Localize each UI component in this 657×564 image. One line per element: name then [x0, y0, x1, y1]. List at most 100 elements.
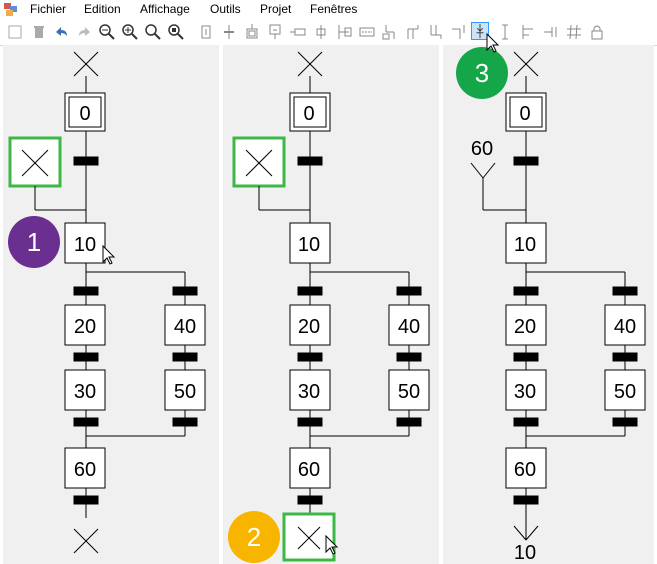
zoom-in-icon[interactable]: [121, 23, 139, 41]
action-icon[interactable]: [289, 23, 307, 41]
step-label: 60: [74, 459, 96, 481]
grafcet-1: [8, 51, 206, 554]
step[interactable]: [505, 369, 547, 411]
grafcet-3: [470, 51, 646, 541]
divergence-and-icon[interactable]: [404, 23, 422, 41]
initial-step-inner: [509, 96, 543, 128]
step-label: 60: [514, 459, 536, 481]
step[interactable]: [604, 304, 646, 346]
app-icon: [4, 3, 17, 16]
transition[interactable]: [73, 286, 99, 296]
cross-marker: [73, 528, 99, 554]
transition[interactable]: [396, 286, 422, 296]
transition[interactable]: [513, 495, 539, 505]
transition[interactable]: [73, 417, 99, 427]
new-icon[interactable]: [6, 23, 24, 41]
divergence-or-icon[interactable]: [312, 23, 330, 41]
transition-icon[interactable]: [220, 23, 238, 41]
step[interactable]: [64, 222, 106, 264]
link-icon[interactable]: [381, 23, 399, 41]
transition[interactable]: [513, 286, 539, 296]
step[interactable]: [505, 447, 547, 489]
step[interactable]: [289, 304, 331, 346]
highlighted-cross-box[interactable]: [8, 136, 62, 188]
cross-marker: [297, 51, 323, 77]
undo-icon[interactable]: [52, 23, 70, 41]
align-icon[interactable]: [519, 23, 537, 41]
delete-icon[interactable]: [30, 23, 48, 41]
transition[interactable]: [297, 352, 323, 362]
step-label: 40: [174, 316, 196, 338]
step[interactable]: [505, 304, 547, 346]
transition[interactable]: [612, 417, 638, 427]
transition[interactable]: [513, 352, 539, 362]
menu-outils[interactable]: Outils: [210, 2, 241, 16]
step[interactable]: [289, 447, 331, 489]
transition[interactable]: [297, 286, 323, 296]
step-label: 30: [74, 381, 96, 403]
zoom-fit-icon[interactable]: [144, 23, 162, 41]
panel-separator: [219, 45, 223, 564]
transition[interactable]: [73, 156, 99, 166]
step-label: 40: [614, 316, 636, 338]
transition[interactable]: [172, 417, 198, 427]
step-label: 0: [79, 103, 90, 125]
step[interactable]: [64, 304, 106, 346]
zoom-select-icon[interactable]: [167, 23, 185, 41]
transition[interactable]: [513, 417, 539, 427]
transition[interactable]: [297, 495, 323, 505]
menu-edition[interactable]: Edition: [84, 2, 121, 16]
badge-2: [228, 511, 280, 563]
redo-icon[interactable]: [76, 23, 94, 41]
transition[interactable]: [297, 417, 323, 427]
lock-icon[interactable]: [588, 23, 606, 41]
convergence-or-icon[interactable]: [335, 23, 353, 41]
step[interactable]: [604, 369, 646, 411]
transition[interactable]: [612, 286, 638, 296]
transition[interactable]: [73, 495, 99, 505]
convergence-and-icon[interactable]: [427, 23, 445, 41]
transition[interactable]: [396, 352, 422, 362]
transition[interactable]: [172, 352, 198, 362]
cursor-pointer-icon: [486, 32, 500, 53]
step[interactable]: [388, 304, 430, 346]
cursor-pointer-icon: [325, 534, 339, 555]
cross-marker: [297, 526, 321, 550]
step-label: 20: [74, 316, 96, 338]
menu-fichier[interactable]: Fichier: [30, 2, 67, 16]
transition[interactable]: [73, 352, 99, 362]
step-label: 40: [398, 316, 420, 338]
step-label: 0: [303, 103, 314, 125]
jump-in-label: 60: [471, 138, 493, 160]
transition[interactable]: [513, 156, 539, 166]
step-label: 10: [74, 234, 96, 256]
vertical-link-icon[interactable]: [496, 23, 514, 41]
panel-separator: [439, 45, 443, 564]
grid-icon[interactable]: [565, 23, 583, 41]
cross-marker: [245, 149, 273, 177]
step-label: 10: [514, 234, 536, 256]
macro-step-icon[interactable]: [266, 23, 284, 41]
step[interactable]: [64, 369, 106, 411]
transition[interactable]: [297, 156, 323, 166]
jump-out-icon[interactable]: [471, 22, 489, 40]
transition[interactable]: [612, 352, 638, 362]
toolbar: [0, 19, 657, 46]
step[interactable]: [64, 447, 106, 489]
transition[interactable]: [172, 286, 198, 296]
menu-affichage[interactable]: Affichage: [140, 2, 190, 16]
step[interactable]: [164, 304, 206, 346]
initial-step-icon[interactable]: [243, 23, 261, 41]
step-icon[interactable]: [197, 23, 215, 41]
comment-icon[interactable]: [358, 23, 376, 41]
menu-fenetres[interactable]: Fenêtres: [310, 2, 358, 16]
jump-in-icon[interactable]: [450, 23, 468, 41]
zoom-out-icon[interactable]: [98, 23, 116, 41]
insert-icon[interactable]: [542, 23, 560, 41]
cross-marker: [73, 51, 99, 77]
menu-projet[interactable]: Projet: [260, 2, 292, 16]
badge-3-label: 3: [475, 58, 489, 88]
badge-3: [456, 47, 508, 99]
highlighted-cross-box[interactable]: [232, 136, 286, 188]
transition[interactable]: [396, 417, 422, 427]
